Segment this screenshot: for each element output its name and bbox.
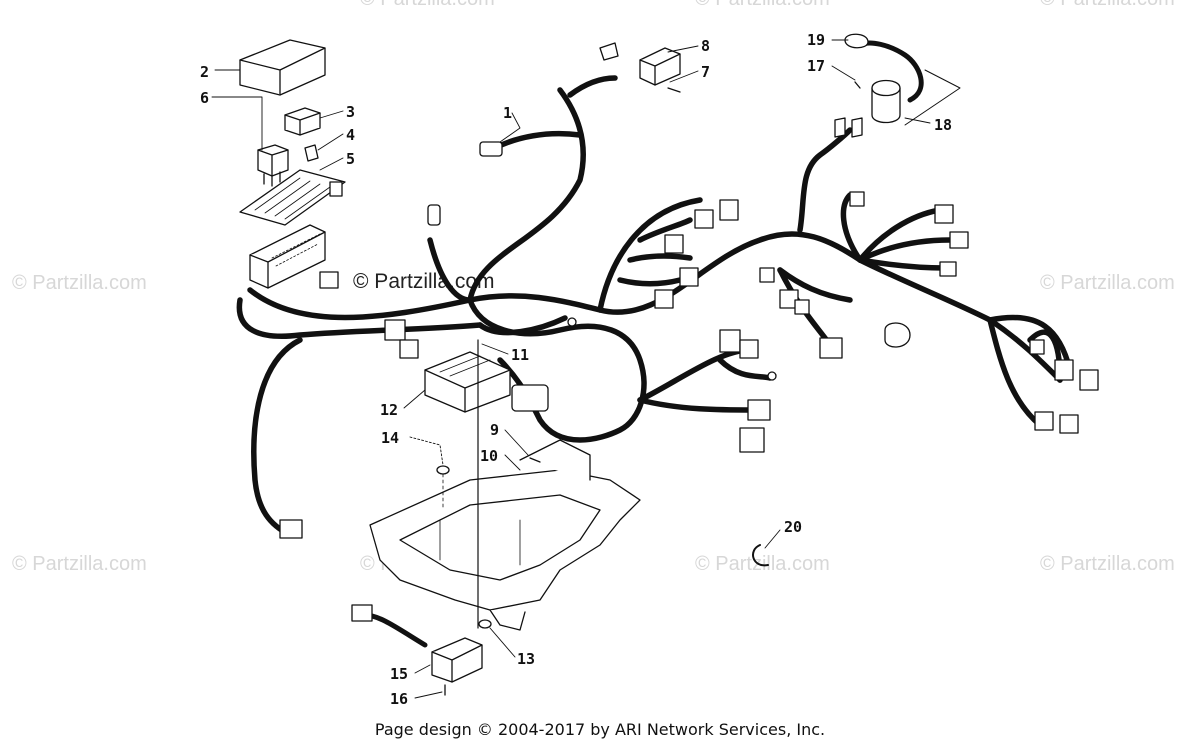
callout-11: 11 [511,346,529,364]
callout-14: 14 [381,429,399,447]
watermark: © Partzilla.com [1040,0,1175,11]
battery-tray [369,439,641,631]
callout-13: 13 [517,650,535,668]
nut-13 [478,619,492,629]
harness-connectors [279,141,1099,539]
fastener-9 [529,457,541,463]
connector [329,181,343,197]
callout-7: 7 [701,63,710,81]
watermark: © Partzilla.com [12,272,147,294]
screw-17 [854,81,861,89]
watermark: © Partzilla.com [695,553,830,575]
callout-20: 20 [784,518,802,536]
callout-8: 8 [701,37,710,55]
ignition-coil-18 [871,79,901,124]
fuse-panel-5 [239,169,346,226]
relay-wire [362,612,428,648]
leader-lines [211,39,931,699]
watermark: © Partzilla.com [695,0,830,11]
callout-3: 3 [346,103,355,121]
callout-12: 12 [380,401,398,419]
washer-14 [436,465,450,475]
wiring-harness [236,75,1073,538]
fuse-box-cover [239,39,326,96]
watermark: © Partzilla.com [360,0,495,11]
callout-labels: 2 6 3 4 5 1 8 7 19 17 18 11 12 14 9 10 1… [200,31,952,708]
sensor-8 [599,42,681,86]
fuse-4 [304,144,319,162]
callout-17: 17 [807,57,825,75]
bolt-7 [667,87,681,93]
relay-3 [284,107,321,136]
footer-copyright: Page design © 2004-2017 by ARI Network S… [374,720,826,739]
callout-5: 5 [346,150,355,168]
watermark: © Partzilla.com [1040,553,1175,575]
relay-15 [431,637,483,683]
relay-6 [257,144,289,187]
callout-18: 18 [934,116,952,134]
spark-plug-wire [857,40,924,103]
connector-12b [511,384,549,412]
spark-plug-cap-19 [844,33,869,49]
terminals [834,117,863,138]
fuse-block-base [249,224,326,289]
callout-9: 9 [490,421,499,439]
watermark: © Partzilla.com [12,553,147,575]
callout-1: 1 [503,104,512,122]
relay-connector [351,604,373,622]
callout-6: 6 [200,89,209,107]
callout-15: 15 [390,665,408,683]
clip-20 [752,544,769,567]
callout-19: 19 [807,31,825,49]
watermark: © Partzilla.com [1040,272,1175,294]
regulator-12 [424,351,511,413]
callout-2: 2 [200,63,209,81]
callout-4: 4 [346,126,355,144]
watermark-center: © Partzilla.com [353,270,495,293]
callout-10: 10 [480,447,498,465]
callout-16: 16 [390,690,408,708]
